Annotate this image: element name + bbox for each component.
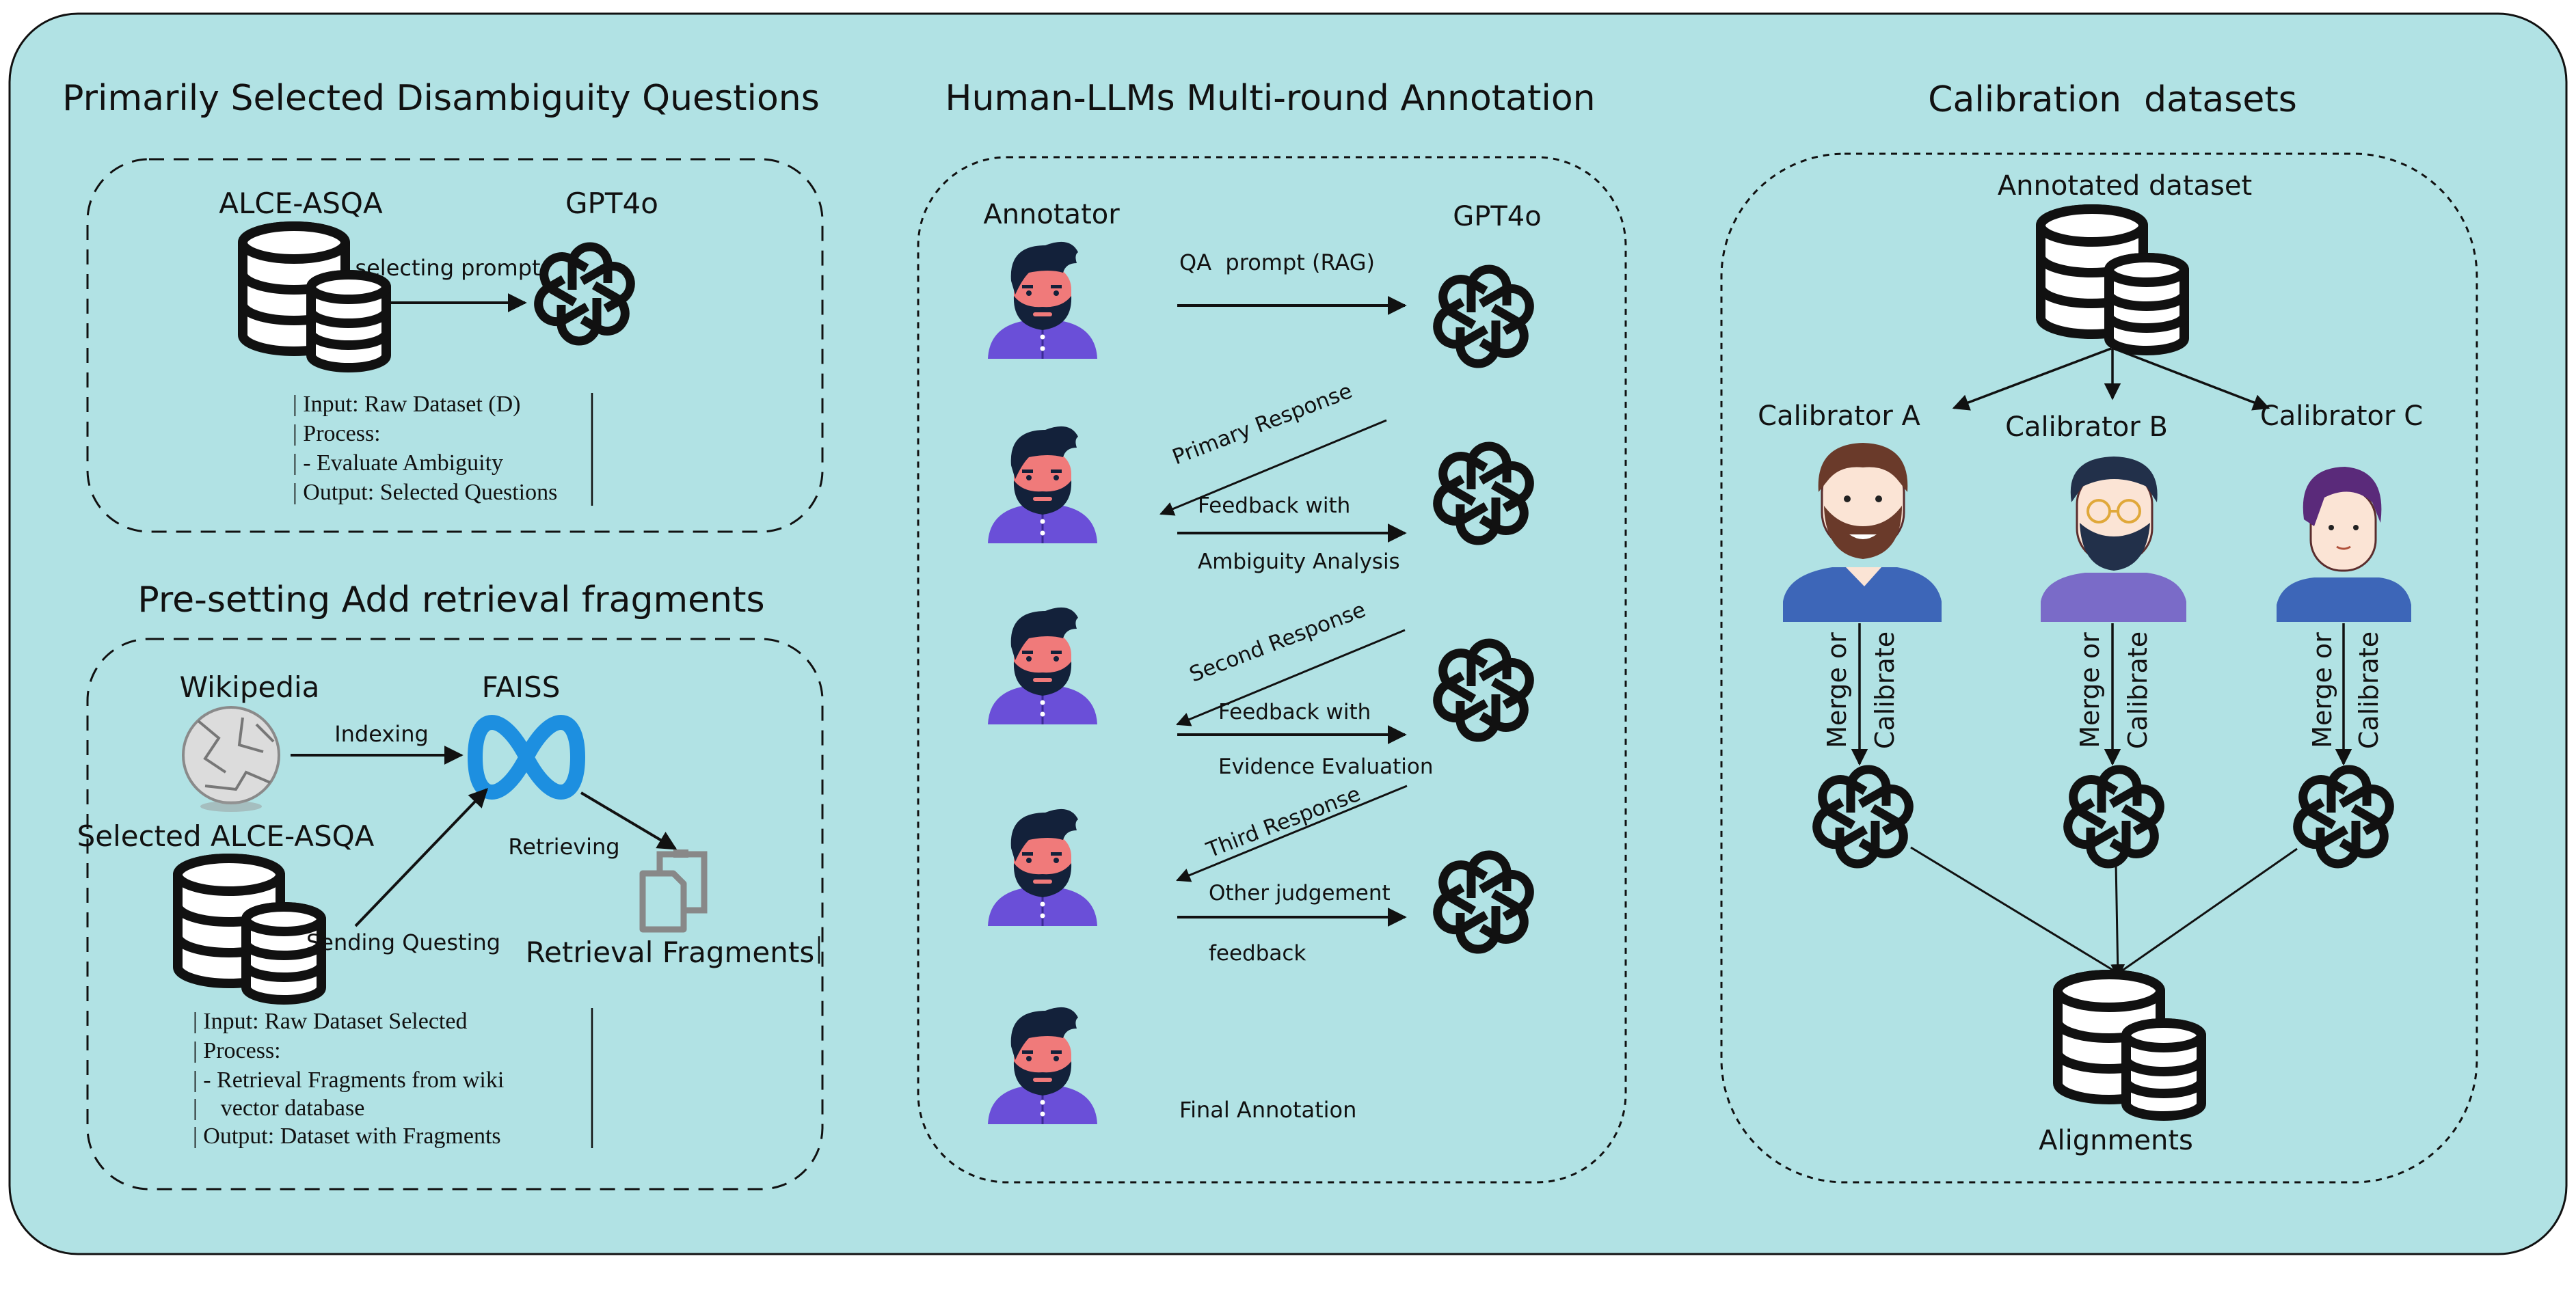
qa-prompt-label: QA prompt (RAG) — [1179, 249, 1375, 275]
sending-question-arrow — [354, 787, 488, 927]
calibrator-b-avatar — [2041, 457, 2186, 622]
calibrator-a-avatar — [1783, 443, 1942, 622]
indexing-label: Indexing — [334, 721, 429, 747]
retrieving-arrow — [580, 791, 677, 850]
selecting-prompt-label: selecting prompt — [355, 255, 540, 281]
merge-or-label: Merge or — [2307, 632, 2337, 748]
merge-or-label: Merge or — [1822, 632, 1852, 748]
split-arrow — [2113, 347, 2270, 411]
calibrator-c-label: Calibrator C — [2260, 400, 2423, 432]
calibrate-label: Calibrate — [2123, 631, 2153, 749]
selected-alce-asqa-label: Selected ALCE-ASQA — [77, 819, 375, 853]
panel2-process-line: | Input: Raw Dataset Selected — [193, 1009, 467, 1034]
retrieval-fragments-label: Retrieval Fragments — [526, 936, 814, 969]
split-arrow — [1952, 347, 2112, 411]
gpt4o-label: GPT4o — [565, 187, 658, 220]
feedback-bottom-label: Ambiguity Analysis — [1198, 549, 1400, 574]
calibrate-label: Calibrate — [1870, 631, 1900, 749]
faiss-label: FAISS — [482, 670, 561, 704]
third-response-arrow — [1176, 785, 1408, 882]
panel3-title: Human-LLMs Multi-round Annotation — [945, 78, 1595, 119]
gpt4o-label: GPT4o — [1453, 201, 1541, 232]
alignment-arrow — [2111, 847, 2298, 979]
panel4-title: Calibration datasets — [1928, 79, 2297, 120]
feedback-top-label: Feedback with — [1198, 493, 1350, 518]
calibrator-a-label: Calibrator A — [1758, 400, 1920, 432]
alignments-label: Alignments — [2039, 1125, 2193, 1156]
panel4-box — [1720, 152, 2478, 1184]
panel2-process-line: | Output: Dataset with Fragments — [193, 1124, 501, 1149]
panel2-box — [86, 638, 824, 1190]
sending-questing-label: Sending Questing — [306, 929, 500, 955]
panel2-title: Pre-setting Add retrieval fragments — [137, 580, 764, 621]
calibrator-c-avatar — [2277, 467, 2411, 622]
panel1-title: Primarily Selected Disambiguity Question… — [62, 78, 820, 119]
retrieving-label: Retrieving — [508, 834, 619, 860]
wikipedia-label: Wikipedia — [180, 670, 320, 704]
panel1-process-line: | - Evaluate Ambiguity — [293, 450, 503, 476]
alce-asqa-label: ALCE-ASQA — [219, 187, 383, 220]
document-copy-icon — [639, 849, 708, 933]
feedback-top-label: Other judgement — [1209, 881, 1391, 906]
panel1-box — [86, 158, 824, 533]
panel1-process-line: | Output: Selected Questions — [293, 480, 557, 505]
second-response-arrow — [1176, 629, 1406, 726]
faiss-logo-icon — [468, 715, 585, 800]
annotator-label: Annotator — [983, 199, 1120, 230]
panel2-process-line: | - Retrieval Fragments from wiki — [193, 1067, 504, 1093]
panel1-process-line: | Process: — [293, 421, 381, 446]
feedback-top-label: Feedback with — [1218, 700, 1371, 724]
primary-response-arrow — [1159, 419, 1387, 516]
alignment-arrow — [1910, 846, 2126, 979]
calibrator-b-label: Calibrator B — [2005, 411, 2168, 443]
calibrate-label: Calibrate — [2354, 631, 2384, 749]
final-annotation-label: Final Annotation — [1179, 1097, 1356, 1123]
diagram-background — [8, 12, 2568, 1255]
feedback-bottom-label: Evidence Evaluation — [1218, 754, 1433, 779]
panel2-process-line: | vector database — [193, 1095, 364, 1121]
annotated-dataset-label: Annotated dataset — [1998, 170, 2252, 202]
wikipedia-globe-icon — [182, 706, 280, 812]
panel2-process-line: | Process: — [193, 1038, 281, 1063]
alignment-arrow — [2110, 862, 2125, 979]
merge-or-label: Merge or — [2075, 632, 2105, 748]
panel1-process-line: | Input: Raw Dataset (D) — [293, 392, 521, 417]
panel3-box — [917, 156, 1627, 1184]
feedback-bottom-label: feedback — [1209, 941, 1306, 966]
